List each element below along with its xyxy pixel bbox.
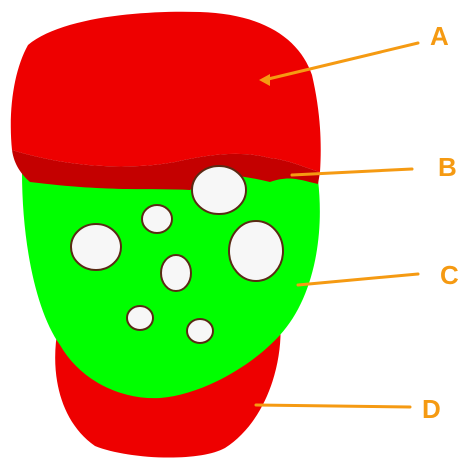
callout-line-d [256, 405, 410, 407]
vesicle [127, 306, 153, 330]
callout-line-c [298, 274, 418, 285]
label-c: C [440, 260, 459, 290]
label-a: A [430, 21, 449, 51]
vesicle [71, 224, 121, 270]
vesicle [229, 221, 283, 281]
vesicle [187, 319, 213, 343]
vesicle [161, 255, 191, 291]
label-d: D [422, 394, 441, 424]
vesicle [142, 205, 172, 233]
upper-cap-region-a [11, 12, 321, 172]
label-b: B [438, 152, 457, 182]
vesicle [192, 166, 246, 214]
